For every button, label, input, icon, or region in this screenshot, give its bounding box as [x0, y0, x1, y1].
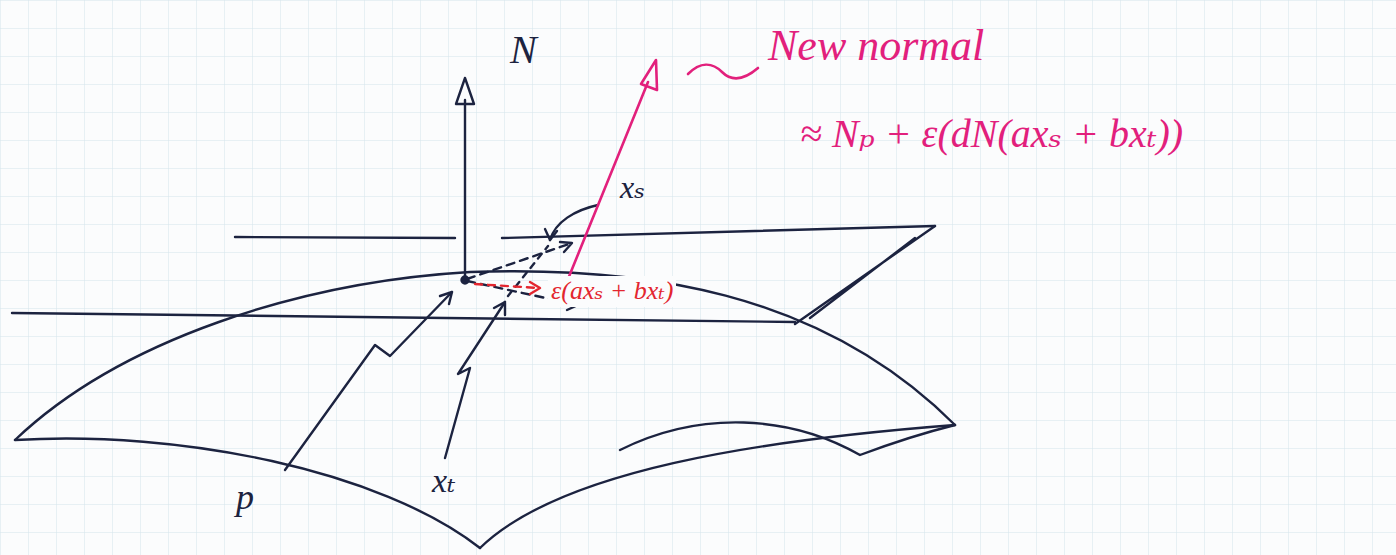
normal-label: ≈ Nₚ + ε(dN(axₛ + bxₜ))	[800, 112, 1183, 156]
leader-line	[445, 302, 505, 458]
arrowhead	[440, 292, 452, 304]
leader-line	[285, 292, 452, 470]
normal-label: N	[510, 28, 537, 72]
tangent-plane-edge	[235, 237, 455, 238]
point-label: xₜ	[432, 462, 455, 499]
tilde-leader	[688, 65, 758, 79]
tangent-vector-xs	[467, 243, 572, 279]
surface-outline	[480, 425, 955, 548]
arrowhead	[560, 242, 572, 252]
surface-fold	[620, 422, 955, 455]
displacement-vector	[475, 284, 538, 288]
arrowhead	[545, 229, 557, 240]
new-normal-vector	[566, 82, 648, 284]
arrowhead	[456, 78, 474, 104]
displacement-label: ε(axₛ + bxₜ)	[548, 276, 676, 307]
normal-vector	[464, 100, 466, 280]
point-label: xₛ	[620, 170, 645, 205]
surface-outline	[15, 271, 955, 440]
arrowhead	[530, 282, 540, 294]
tangent-plane-edge	[795, 226, 935, 324]
surface-outline	[15, 438, 480, 548]
arrowhead	[641, 60, 657, 90]
tangent-plane-edge	[502, 226, 935, 238]
point-label: p	[236, 478, 254, 518]
tangent-plane-edge	[12, 313, 795, 322]
arrowhead	[494, 302, 505, 315]
normal-label: New normal	[768, 22, 984, 70]
